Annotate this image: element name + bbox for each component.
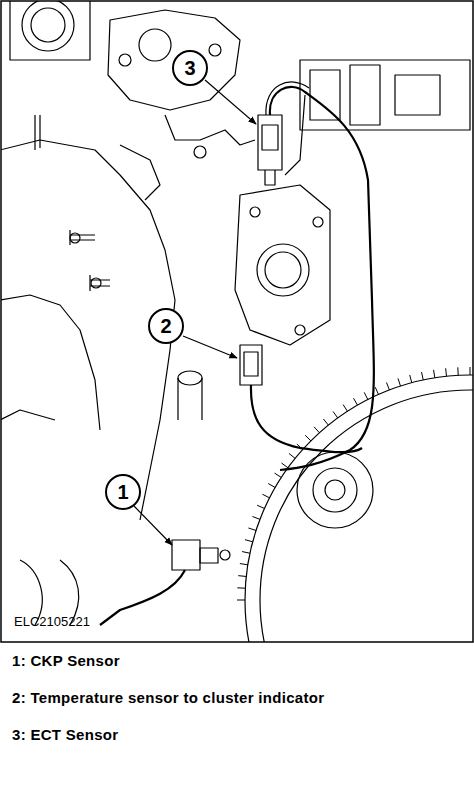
temp-sensor-connector xyxy=(240,345,262,385)
legend-line: 2: Temperature sensor to cluster indicat… xyxy=(12,689,324,706)
leader-line xyxy=(205,80,256,124)
stud xyxy=(35,115,40,150)
ect-sensor-thread xyxy=(265,170,275,185)
legend-line: 3: ECT Sensor xyxy=(12,726,118,743)
ring-tooth xyxy=(434,370,435,378)
pulley-center xyxy=(313,468,357,512)
ring-tooth xyxy=(314,427,319,433)
gasket-plate xyxy=(108,10,240,110)
bracket xyxy=(165,115,255,145)
figure-code: ELC2105221 xyxy=(14,614,90,629)
ring-tooth xyxy=(343,405,347,412)
hose xyxy=(285,95,305,175)
ring-tooth xyxy=(238,575,246,577)
bolt-head xyxy=(295,325,305,335)
ring-tooth xyxy=(242,552,250,554)
connector xyxy=(310,65,440,125)
stud xyxy=(70,230,95,245)
harness-wire xyxy=(251,385,362,452)
ckp-sensor-body xyxy=(200,548,218,563)
nut xyxy=(91,278,101,288)
ring-tooth xyxy=(457,367,458,375)
legend-line: 1: CKP Sensor xyxy=(12,652,120,669)
ring-tooth xyxy=(237,600,245,601)
ring-tooth xyxy=(398,378,400,386)
ring-teeth xyxy=(237,367,470,600)
tube xyxy=(178,378,202,420)
ring-tooth xyxy=(245,540,253,542)
ring-tooth xyxy=(364,392,368,399)
ckp-sensor-connector xyxy=(172,540,200,570)
housing-outlet xyxy=(257,244,309,296)
callout-circle: 2 xyxy=(148,308,184,344)
bolt-hole xyxy=(209,44,221,56)
throttle-body xyxy=(22,1,74,51)
harness-wire xyxy=(266,82,309,115)
leader-line xyxy=(183,336,237,358)
ring-tooth xyxy=(305,435,311,441)
ring-tooth xyxy=(354,398,358,405)
ect-sensor-body xyxy=(262,125,278,150)
ring-tooth xyxy=(268,484,275,488)
illustration-frame xyxy=(1,1,473,642)
bolt-head xyxy=(194,146,206,158)
ring-tooth xyxy=(445,368,447,376)
crank-bolt xyxy=(325,480,345,500)
ring-tooth xyxy=(470,367,471,375)
ring-tooth xyxy=(375,387,378,394)
throttle-flange xyxy=(10,1,90,60)
callout-circle: 1 xyxy=(105,474,141,510)
throttle-bore xyxy=(31,8,65,42)
ckp-wire xyxy=(100,570,185,625)
callout-number: 1 xyxy=(117,482,128,502)
callout-number: 3 xyxy=(184,58,195,78)
flywheel-ring xyxy=(245,375,473,642)
ring-tooth xyxy=(262,494,269,498)
leader-line xyxy=(134,506,172,545)
ring-tooth xyxy=(275,473,282,477)
ring-tooth xyxy=(248,528,256,530)
temp-sensor-body xyxy=(244,352,258,376)
bolt-head xyxy=(313,217,323,227)
bolt-hole xyxy=(119,54,131,66)
tube-end xyxy=(178,371,202,385)
ring-tooth xyxy=(387,382,390,389)
harness-wire xyxy=(270,87,374,470)
ring-tooth xyxy=(333,411,338,417)
ring-tooth xyxy=(410,375,412,383)
ring-tooth xyxy=(281,463,287,468)
gasket-port xyxy=(139,29,171,61)
pulley-hub xyxy=(297,452,373,528)
bracket xyxy=(120,145,160,200)
block-outline xyxy=(1,410,55,420)
ring-tooth xyxy=(422,372,424,380)
ring-tooth xyxy=(237,587,245,588)
nut xyxy=(70,233,80,243)
bolt-head xyxy=(250,207,260,217)
ring-tooth xyxy=(257,505,264,508)
housing-bore xyxy=(265,252,301,288)
ckp-bolt xyxy=(220,550,230,560)
ring-tooth xyxy=(240,564,248,565)
thermostat-housing xyxy=(235,185,330,345)
connector-block xyxy=(300,60,470,130)
block-outline xyxy=(1,295,100,430)
callout-number: 2 xyxy=(160,316,171,336)
ring-tooth xyxy=(252,517,259,520)
ring-tooth xyxy=(289,453,295,458)
ring-tooth xyxy=(323,419,328,425)
stud xyxy=(90,275,110,291)
callout-circle: 3 xyxy=(172,50,208,86)
ect-sensor-connector xyxy=(258,115,282,170)
